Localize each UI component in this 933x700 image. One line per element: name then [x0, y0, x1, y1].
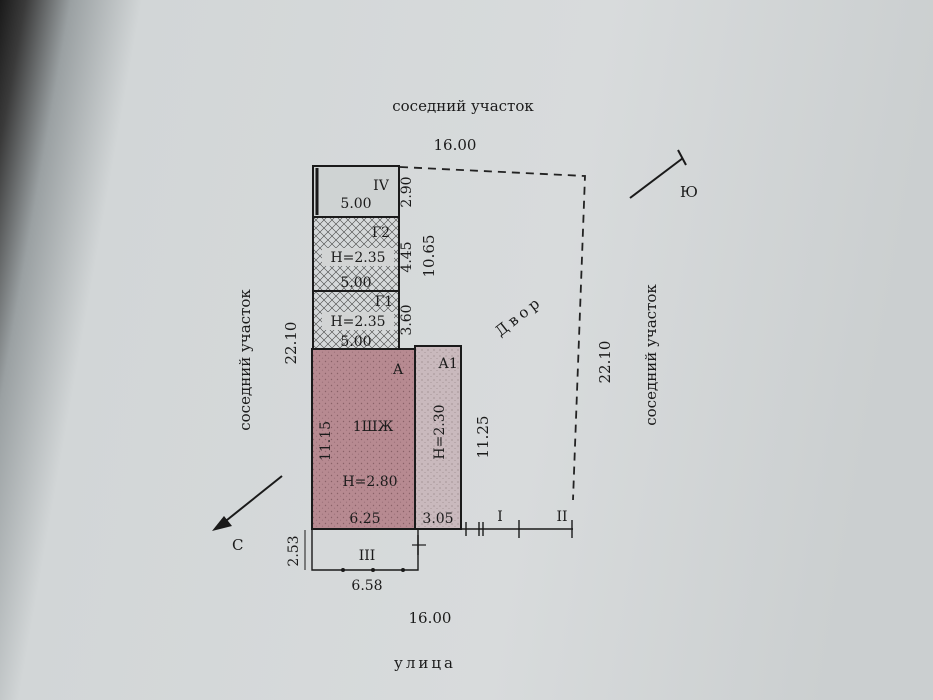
extension-a1: [414, 345, 462, 530]
room-iv-depth: 2.90: [399, 176, 415, 207]
right-depth-label: 22.10: [596, 341, 614, 384]
room-g2-width: 5.00: [340, 275, 371, 291]
extension-a1-width: 3.05: [422, 511, 453, 527]
fence-i-label: I: [497, 509, 503, 525]
room-g1-name: Г1: [375, 294, 393, 310]
fence-ii-label: II: [556, 509, 567, 525]
top-width-label: 16.00: [434, 136, 477, 154]
room-g1-label-bg: [322, 312, 394, 330]
room-g1-width: 5.00: [340, 334, 371, 350]
north-arrowhead: [212, 516, 232, 531]
left-neighbor-label: соседний участок: [236, 289, 254, 431]
south-label: Ю: [680, 183, 698, 201]
bottom-width-label: 16.00: [409, 609, 452, 627]
right-neighbor-label: соседний участок: [642, 284, 660, 426]
room-g2-depth: 4.45: [399, 241, 415, 272]
north-arrow: [221, 475, 283, 525]
yard-depth-label: 10.65: [420, 235, 438, 278]
room-iv-name: IV: [373, 178, 390, 194]
room-iv-width: 5.00: [340, 196, 371, 212]
north-label: С: [232, 536, 243, 554]
room-g2-name: Г2: [372, 225, 390, 241]
south-arrow: [629, 157, 684, 199]
left-depth-label: 22.10: [282, 322, 300, 365]
south-arrow-tick: [677, 149, 687, 166]
room-g2-label-bg: [322, 248, 394, 266]
porch-width-label: 6.58: [351, 578, 382, 594]
porch-iii-name: III: [359, 548, 376, 564]
house-a-width: 6.25: [349, 511, 380, 527]
house-a-type: 1ШЖ: [353, 419, 394, 435]
extension-a1-height: Н=2.30: [432, 404, 448, 459]
house-a-depth: 11.15: [318, 421, 334, 461]
house-a-height: Н=2.80: [342, 474, 397, 490]
house-a-name: А: [393, 362, 404, 378]
porch-post-3: [401, 568, 405, 572]
porch-depth-label: 2.53: [286, 535, 302, 566]
porch-post-2: [371, 568, 375, 572]
street-label: улица: [394, 654, 456, 672]
room-iv: [312, 165, 400, 218]
a1-depth-label: 11.25: [474, 416, 492, 459]
extension-a1-name: А1: [438, 356, 458, 372]
room-g2-height: Н=2.35: [330, 250, 385, 266]
room-g1-height: Н=2.35: [330, 314, 385, 330]
porch-post-1: [341, 568, 345, 572]
room-g1-depth: 3.60: [399, 304, 415, 335]
top-neighbor-label: соседний участок: [392, 97, 534, 115]
yard-boundary: [399, 166, 586, 501]
yard-label: Двор: [492, 292, 547, 340]
